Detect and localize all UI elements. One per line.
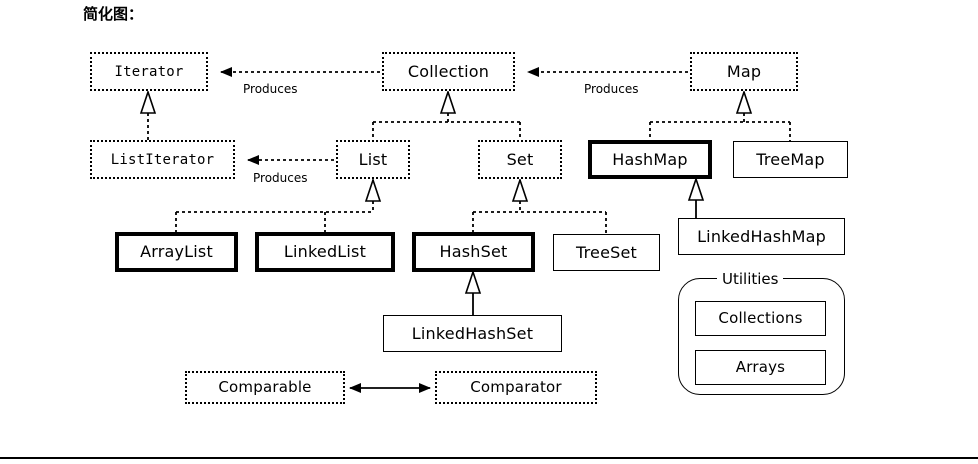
node-comparator[interactable]: Comparator bbox=[435, 371, 597, 404]
node-label: Collections bbox=[718, 309, 803, 327]
edge-linkedhashset-extends-hashset bbox=[464, 269, 482, 315]
node-linkedlist[interactable]: LinkedList bbox=[255, 232, 395, 272]
node-label: Iterator bbox=[114, 63, 184, 80]
edge-listiterator-extends-iterator bbox=[139, 89, 157, 140]
edge-label-produces-collection: Produces bbox=[584, 82, 639, 96]
edge-map-subtypes bbox=[649, 89, 791, 141]
edge-list-subtypes bbox=[175, 177, 382, 232]
node-collection[interactable]: Collection bbox=[382, 52, 515, 91]
node-label: TreeSet bbox=[575, 242, 637, 262]
node-label: LinkedHashMap bbox=[697, 226, 826, 246]
node-label: Comparable bbox=[218, 378, 312, 396]
node-label: LinkedList bbox=[283, 242, 367, 261]
node-label: ArrayList bbox=[140, 242, 213, 261]
node-linkedhashset[interactable]: LinkedHashSet bbox=[383, 315, 562, 352]
node-label: HashSet bbox=[439, 242, 508, 261]
node-collections[interactable]: Collections bbox=[695, 301, 826, 336]
node-label: Map bbox=[726, 61, 762, 81]
edge-list-extends-collection bbox=[372, 89, 520, 140]
edge-linkedhashmap-extends-hashmap bbox=[687, 176, 705, 218]
node-set[interactable]: Set bbox=[478, 140, 562, 179]
node-label: List bbox=[358, 149, 388, 169]
node-label: Set bbox=[506, 149, 534, 169]
node-arraylist[interactable]: ArrayList bbox=[115, 232, 238, 272]
utilities-group-label: Utilities bbox=[717, 270, 784, 288]
node-map[interactable]: Map bbox=[690, 52, 798, 91]
node-label: HashMap bbox=[612, 149, 688, 169]
node-label: LinkedHashSet bbox=[411, 323, 534, 343]
node-list[interactable]: List bbox=[336, 140, 410, 179]
edge-label-produces-iterator: Produces bbox=[243, 82, 298, 96]
page-title: 简化图： bbox=[83, 5, 144, 23]
node-arrays[interactable]: Arrays bbox=[695, 350, 826, 385]
node-label: Collection bbox=[407, 61, 490, 81]
node-label: Arrays bbox=[735, 358, 786, 376]
edge-label-produces-listiterator: Produces bbox=[253, 171, 308, 185]
node-hashmap[interactable]: HashMap bbox=[588, 140, 712, 179]
node-iterator[interactable]: Iterator bbox=[90, 52, 208, 91]
node-hashset[interactable]: HashSet bbox=[412, 232, 535, 272]
edge-set-subtypes bbox=[472, 177, 607, 234]
node-linkedhashmap[interactable]: LinkedHashMap bbox=[678, 218, 845, 255]
page-bottom-rule bbox=[0, 457, 978, 459]
node-label: TreeMap bbox=[756, 149, 825, 169]
node-listiterator[interactable]: ListIterator bbox=[90, 140, 235, 179]
node-label: Comparator bbox=[470, 378, 562, 396]
node-label: ListIterator bbox=[110, 151, 215, 168]
node-treeset[interactable]: TreeSet bbox=[553, 234, 660, 271]
node-treemap[interactable]: TreeMap bbox=[733, 141, 848, 178]
node-comparable[interactable]: Comparable bbox=[185, 371, 345, 404]
